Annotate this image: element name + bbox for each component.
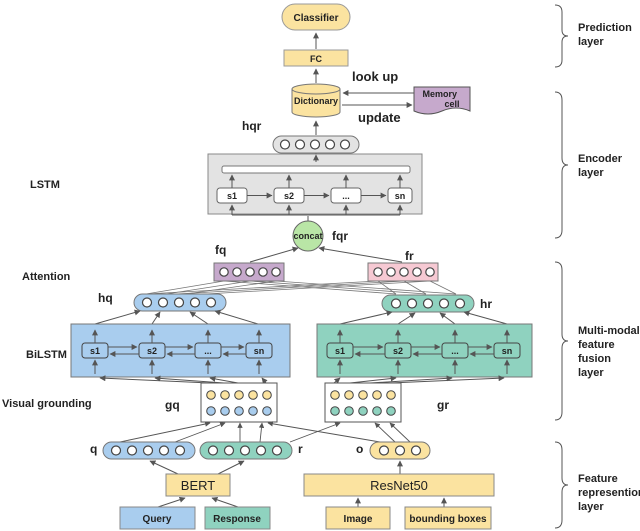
- fc-box: [283, 49, 349, 67]
- encoder-lstm-box: [207, 153, 423, 215]
- encoder-cell-3: ...: [342, 191, 350, 201]
- fc-label: FC: [310, 54, 322, 64]
- dictionary-label: Dictionary: [294, 96, 338, 106]
- attention-label: Attention: [22, 271, 71, 283]
- memory-cell-shape: [413, 86, 471, 115]
- input-to-encoder-arrows: [157, 496, 447, 508]
- response-input-label: Response: [213, 514, 261, 525]
- encoder-cell-2: s2: [284, 191, 294, 201]
- cross-attention-lines: [145, 280, 457, 295]
- hqr-nodes: [279, 139, 351, 150]
- bilstm-query-cell-3: ...: [204, 346, 212, 356]
- feature-to-grounding-arrows: [119, 421, 411, 443]
- classifier-box: [281, 3, 351, 31]
- concat-label: concat: [293, 231, 322, 241]
- gq-to-bilstm-arrows: [99, 375, 268, 385]
- fusion-layer-label: Multi-modal feature fusion layer: [578, 325, 640, 379]
- fusion-layer-brace: [554, 261, 569, 421]
- dictionary-cylinder: [291, 83, 341, 118]
- bilstm-query-cells: [81, 342, 273, 359]
- gr-to-bilstm-arrows: [333, 375, 505, 384]
- prediction-layer-label: Prediction layer: [578, 22, 635, 48]
- encoder-to-feature-arrows: [149, 460, 403, 475]
- hr-nodes: [390, 298, 466, 309]
- hr-label: hr: [480, 297, 492, 311]
- gq-label: gq: [165, 398, 180, 412]
- prediction-layer-brace: [554, 4, 569, 68]
- o-label: o: [356, 442, 363, 456]
- bilstm-query-arrows: [92, 329, 262, 374]
- bilstm-query-cell-1: s1: [90, 346, 100, 356]
- encoder-layer-label: Encoder layer: [578, 153, 625, 179]
- bilstm-response-cell-2: s2: [393, 346, 403, 356]
- query-input-box: [119, 506, 196, 530]
- bounding-boxes-input-label: bounding boxes: [409, 514, 487, 525]
- hq-nodes: [141, 297, 217, 308]
- r-label: r: [298, 442, 303, 456]
- encoder-recurrent-arrows: [229, 174, 403, 216]
- lstm-label: LSTM: [30, 179, 60, 191]
- bilstm-response-cell-3: ...: [451, 346, 459, 356]
- hqr-label: hqr: [242, 119, 262, 133]
- concat-node: [292, 220, 324, 252]
- encoder-layer-brace: [554, 91, 569, 239]
- bert-box: [165, 473, 231, 497]
- representation-layer-label: Feature represention layer: [578, 473, 640, 513]
- fq-nodes: [219, 267, 281, 277]
- encoder-cell-1: s1: [227, 191, 237, 201]
- o-nodes: [378, 445, 422, 456]
- representation-layer-brace: [554, 441, 569, 529]
- q-label: q: [90, 442, 97, 456]
- bert-label: BERT: [181, 478, 215, 493]
- encoder-output-bar: [221, 165, 411, 174]
- fr-label: fr: [405, 249, 414, 263]
- visual-grounding-label: Visual grounding: [2, 398, 92, 410]
- bilstm-label: BiLSTM: [26, 349, 67, 361]
- encoder-cell-n: sn: [395, 191, 406, 201]
- q-nodes: [110, 445, 186, 456]
- update-label: update: [358, 110, 401, 125]
- gr-label: gr: [437, 398, 449, 412]
- classifier-label: Classifier: [293, 13, 338, 24]
- memory-cell-label: Memory cell: [422, 89, 459, 109]
- hq-label: hq: [98, 291, 113, 305]
- encoder-cells: [216, 187, 413, 204]
- gr-matrix: [324, 382, 402, 423]
- fq-label: fq: [215, 243, 226, 257]
- r-nodes: [207, 445, 283, 456]
- gq-nodes: [206, 390, 272, 416]
- gq-matrix: [200, 382, 278, 423]
- query-input-label: Query: [143, 514, 172, 525]
- resnet-label: ResNet50: [370, 478, 428, 493]
- bilstm-output-arrows: [94, 309, 508, 325]
- bilstm-response-cell-1: s1: [335, 346, 345, 356]
- response-input-box: [204, 506, 271, 530]
- fqr-label: fqr: [332, 229, 348, 243]
- bilstm-response-cells: [326, 342, 521, 359]
- gr-nodes: [330, 390, 396, 416]
- bilstm-query-cell-2: s2: [147, 346, 157, 356]
- bilstm-response-arrows: [337, 329, 510, 374]
- image-input-label: Image: [344, 514, 373, 525]
- resnet-box: [303, 473, 495, 497]
- look-up-label: look up: [352, 69, 398, 84]
- image-input-box: [325, 506, 391, 530]
- bounding-boxes-input-box: [404, 506, 492, 530]
- bilstm-response-cell-n: sn: [502, 346, 513, 356]
- fr-nodes: [373, 267, 435, 277]
- bilstm-query-cell-n: sn: [254, 346, 265, 356]
